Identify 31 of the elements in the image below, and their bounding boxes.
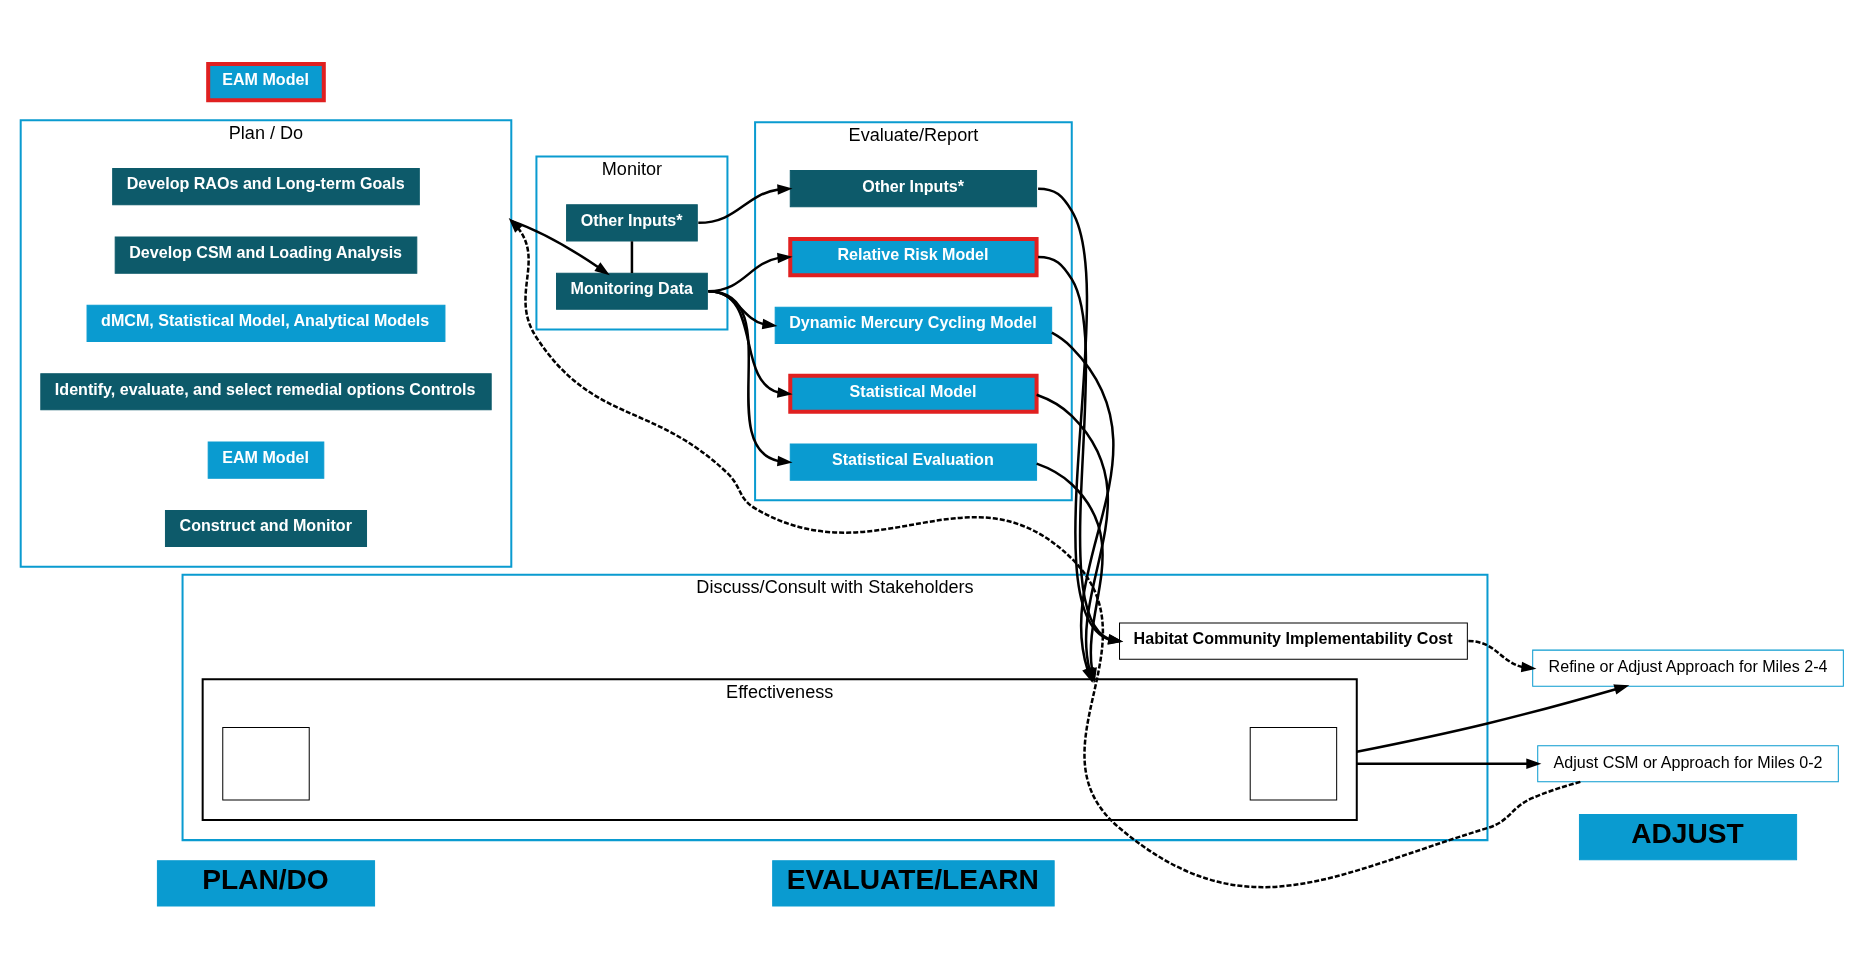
- arrow: [1468, 639, 1537, 673]
- node-box: Construct and Monitor: [164, 509, 368, 548]
- node-box: Other Inputs*: [566, 204, 698, 242]
- cluster: Effectiveness: [201, 678, 1358, 822]
- node-box: ADJUST: [1578, 814, 1798, 861]
- node-box: Develop RAOs and Long-term Goals: [112, 168, 420, 206]
- arrow: [1356, 758, 1542, 769]
- node-box: Other Inputs*: [789, 170, 1038, 208]
- node-box: Dynamic Mercury Cycling Model: [774, 306, 1053, 344]
- node-box: Relative Risk Model: [788, 236, 1039, 278]
- node-box: EAM Model: [206, 62, 326, 103]
- arrow: [510, 219, 610, 276]
- node-box: [222, 727, 310, 801]
- node-box: Refine or Adjust Approach for Miles 2-4: [1532, 649, 1844, 687]
- node-box: Adjust CSM or Approach for Miles 0-2: [1537, 745, 1839, 783]
- node-box: PLAN/DO: [156, 860, 376, 907]
- node-box: Statistical Model: [788, 373, 1039, 414]
- node-box: dMCM, Statistical Model, Analytical Models: [86, 304, 446, 342]
- node-box: Habitat Community Implementability Cost: [1119, 622, 1468, 660]
- node-box: EVALUATE/LEARN: [772, 860, 1055, 907]
- node-box: Identify, evaluate, and select remedial options Controls: [40, 373, 492, 411]
- node-box: EAM Model: [207, 441, 325, 479]
- node-box: Statistical Evaluation: [789, 443, 1038, 481]
- arrow: [708, 290, 793, 467]
- connector: [630, 241, 634, 274]
- node-box: Monitoring Data: [556, 272, 708, 310]
- node-box: [1249, 727, 1338, 801]
- arrow: [698, 184, 793, 225]
- node-box: Develop CSM and Loading Analysis: [114, 236, 418, 274]
- arrow: [1356, 684, 1630, 754]
- arrow: [508, 218, 1581, 889]
